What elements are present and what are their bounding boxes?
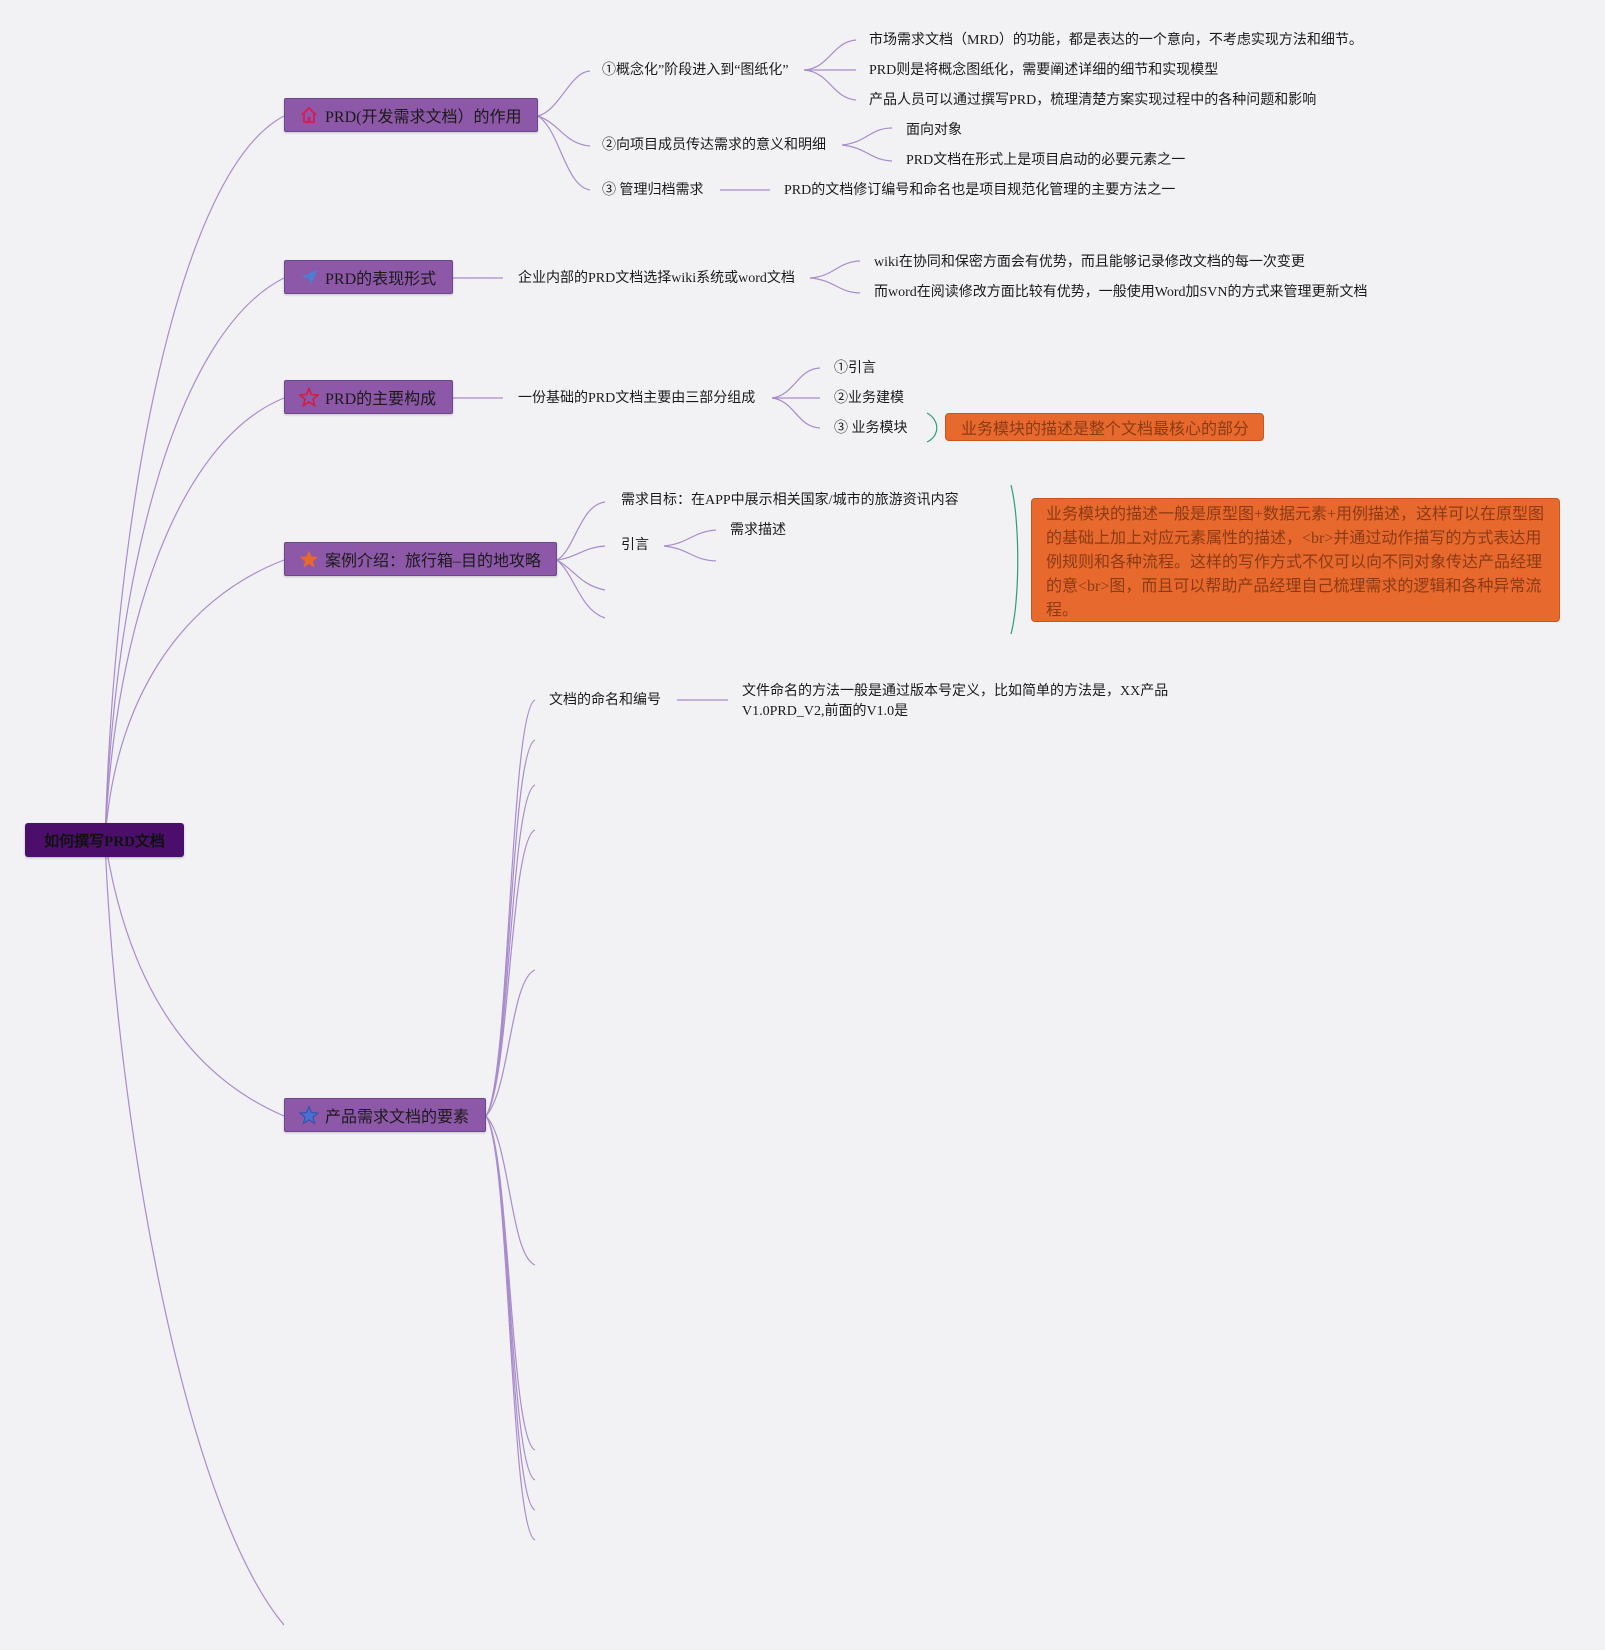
topic[interactable]: 一份基础的PRD文档主要由三部分组成 [518,391,756,406]
home-icon [299,105,319,125]
topic[interactable]: ①概念化”阶段进入到“图纸化” [602,63,789,78]
connector [104,839,285,1626]
topic[interactable]: ②业务建模 [834,391,904,406]
connector [803,39,857,71]
branch-label: PRD(开发需求文档）的作用 [325,109,522,126]
callout-module-description[interactable]: 业务模块的描述一般是原型图+数据元素+用例描述，这样可以在原型图的基础上加上对应… [1031,498,1560,622]
connector [485,784,536,1117]
topic[interactable]: 市场需求文档（MRD）的功能，都是表达的一个意向，不考虑实现方法和细节。 [869,33,1363,48]
topic[interactable]: ②向项目成员传达需求的意义和明细 [602,138,826,153]
branch-label: 案例介绍：旅行箱–目的地攻略 [325,553,542,570]
topic[interactable]: 需求目标：在APP中展示相关国家/城市的旅游资讯内容 [621,493,959,508]
connector [841,144,893,162]
topic[interactable]: 需求描述 [730,523,786,538]
connector [663,545,717,562]
connector [556,559,606,619]
branch-label: PRD的主要构成 [325,391,437,408]
topic[interactable]: 产品人员可以通过撰写PRD，梳理清楚方案实现过程中的各种问题和影响 [869,93,1317,108]
connector [104,115,285,841]
star-outline-icon [299,387,319,407]
branch-label: PRD的表现形式 [325,271,437,288]
topic[interactable]: PRD文档在形式上是项目启动的必要元素之一 [906,153,1186,168]
branch-topic-prd-role[interactable]: PRD(开发需求文档）的作用 [284,98,538,132]
connector [537,115,591,191]
connector [104,277,285,841]
topic[interactable]: ①引言 [834,361,876,376]
topic[interactable]: ③ 业务模块 [834,421,908,436]
send-icon [299,267,319,287]
connector [485,1115,536,1541]
connector [771,397,821,429]
topic[interactable]: 企业内部的PRD文档选择wiki系统或word文档 [518,271,795,286]
branch-topic-case-study[interactable]: 案例介绍：旅行箱–目的地攻略 [284,542,557,576]
connector [485,969,536,1117]
topic[interactable]: 而word在阅读修改方面比较有优势，一般使用Word加SVN的方式来管理更新文档 [874,285,1368,300]
star-blue-icon [299,1105,319,1125]
branch-topic-prd-form[interactable]: PRD的表现形式 [284,260,453,294]
branch-topic-prd-structure[interactable]: PRD的主要构成 [284,380,453,414]
connector [556,559,606,591]
topic[interactable]: 文档的命名和编号 [549,693,661,708]
root-topic[interactable]: 如何撰写PRD文档 [25,823,184,857]
callout-bracket [926,412,938,443]
topic[interactable]: 文件命名的方法一般是通过版本号定义，比如简单的方法是，XX产品V1.0PRD_V… [742,684,1169,719]
connector [803,69,857,101]
connector [485,829,536,1117]
connector [556,501,606,561]
callout-core-module[interactable]: 业务模块的描述是整个文档最核心的部分 [945,413,1264,441]
callout-bracket [1010,484,1019,635]
branch-label: 产品需求文档的要素 [325,1109,470,1126]
connector [485,1115,536,1451]
connector [663,529,717,547]
topic[interactable]: PRD则是将概念图纸化，需要阐述详细的细节和实现模型 [869,63,1219,78]
topic[interactable]: 面向对象 [906,123,962,138]
connector [104,397,285,841]
connector [104,559,285,841]
topic[interactable]: ③ 管理归档需求 [602,183,704,198]
topic[interactable]: wiki在协同和保密方面会有优势，而且能够记录修改文档的每一次变更 [874,255,1305,270]
connector [485,1115,536,1266]
connector [537,115,591,147]
connector [537,70,591,117]
connector [104,839,285,1117]
connector [771,367,821,399]
connector [809,260,861,279]
connector [809,277,861,294]
star-filled-icon [299,549,319,569]
connector [841,127,893,146]
topic[interactable]: PRD的文档修订编号和命名也是项目规范化管理的主要方法之一 [784,183,1176,198]
topic[interactable]: 引言 [621,538,649,553]
branch-topic-prd-elements[interactable]: 产品需求文档的要素 [284,1098,486,1132]
connector [556,545,606,561]
